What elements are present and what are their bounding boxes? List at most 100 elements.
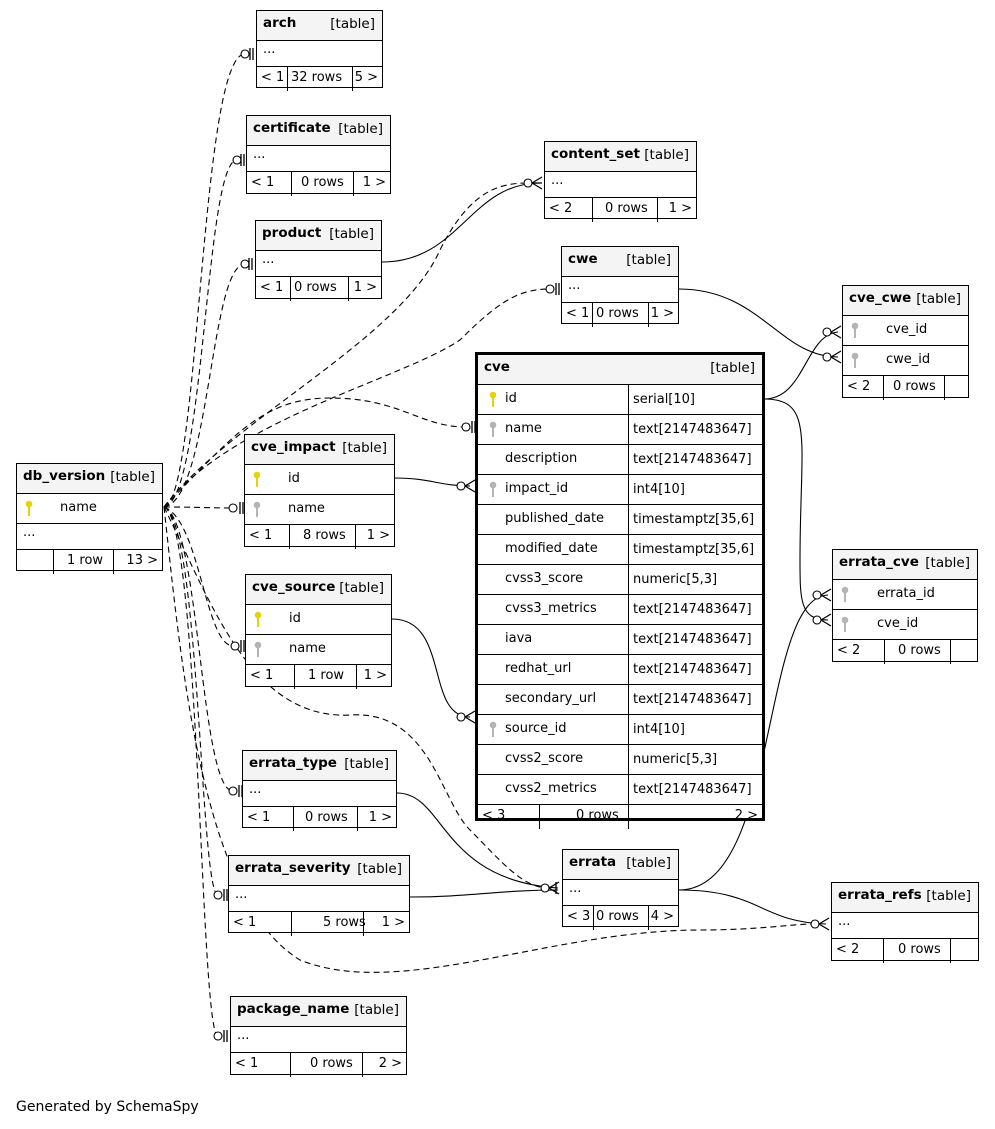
- parents-count: < 2: [847, 379, 871, 394]
- column-name: id: [288, 471, 300, 486]
- column-type: text[2147483647]: [628, 445, 762, 474]
- parents-count: < 1: [261, 70, 285, 85]
- table-name: errata: [569, 854, 617, 870]
- column-name: iava: [505, 631, 533, 646]
- table-cwe[interactable]: cwe[table] ... < 1 0 rows 1 >: [561, 246, 679, 327]
- table-name: package_name: [237, 1001, 350, 1017]
- parents-count: < 1: [235, 1056, 259, 1071]
- ellipsis: ...: [249, 782, 262, 797]
- table-type: [table]: [330, 16, 375, 32]
- children-count: 13 >: [126, 553, 158, 568]
- row-count: 8 rows: [303, 528, 346, 543]
- table-type: [table]: [357, 861, 402, 877]
- generated-by-footer: Generated by SchemaSpy: [16, 1099, 199, 1115]
- row-count: 0 rows: [596, 909, 639, 924]
- row-count: 32 rows: [291, 70, 343, 85]
- column-row: cvss3_score numeric[5,3]: [478, 565, 762, 595]
- table-type: [table]: [342, 440, 387, 456]
- children-count: 1 >: [353, 280, 377, 295]
- table-certificate[interactable]: certificate[table] ... < 1 0 rows 1 >: [246, 115, 391, 196]
- ellipsis: ...: [253, 147, 266, 162]
- column-name: cwe_id: [886, 352, 931, 367]
- ellipsis: ...: [551, 173, 564, 188]
- table-type: [table]: [329, 226, 374, 242]
- ellipsis: ...: [838, 914, 851, 929]
- ellipsis: ...: [568, 278, 581, 293]
- column-type: text[2147483647]: [628, 655, 762, 684]
- column-type: timestamptz[35,6]: [628, 535, 762, 564]
- foreign-key-icon: [487, 721, 499, 738]
- table-cve-cwe[interactable]: cve_cwe[table] cve_id cwe_id < 2 0 rows: [842, 285, 969, 400]
- row-count: 5 rows: [323, 915, 366, 930]
- table-name: arch: [263, 15, 297, 31]
- row-count: 1 row: [67, 553, 104, 568]
- parents-count: < 1: [233, 915, 257, 930]
- foreign-key-icon: [251, 501, 263, 518]
- table-db-version[interactable]: db_version[table] name ... 1 row 13 >: [16, 463, 163, 574]
- table-product[interactable]: product[table] ... < 1 0 rows 1 >: [255, 220, 382, 301]
- table-type: [table]: [110, 469, 155, 485]
- column-type: text[2147483647]: [628, 415, 762, 444]
- column-name: published_date: [505, 511, 605, 526]
- table-name: db_version: [23, 468, 106, 484]
- row-count: 0 rows: [301, 175, 344, 190]
- parents-count: < 2: [836, 942, 860, 957]
- table-name: cve: [484, 359, 510, 375]
- children-count: 1 >: [368, 810, 392, 825]
- parents-count: < 2: [837, 643, 861, 658]
- table-type: [table]: [925, 555, 970, 571]
- table-type: [table]: [338, 121, 383, 137]
- table-errata-type[interactable]: errata_type[table] ... < 1 0 rows 1 >: [242, 750, 397, 831]
- children-count: 1 >: [366, 528, 390, 543]
- row-count: 0 rows: [310, 1056, 353, 1071]
- children-count: 1 >: [363, 668, 387, 683]
- table-errata-refs[interactable]: errata_refs[table] ... < 2 0 rows: [831, 882, 979, 963]
- column-row: modified_date timestamptz[35,6]: [478, 535, 762, 565]
- table-cve-source[interactable]: cve_source[table] id name < 1 1 row 1 >: [245, 574, 392, 689]
- children-count: 1 >: [650, 306, 674, 321]
- column-name: cvss3_score: [505, 571, 584, 586]
- row-count: 1 row: [308, 668, 345, 683]
- ellipsis: ...: [235, 887, 248, 902]
- column-name: impact_id: [505, 481, 569, 496]
- table-name: cve_cwe: [849, 290, 912, 306]
- column-name: id: [289, 611, 301, 626]
- column-name: cve_id: [877, 616, 919, 631]
- primary-key-icon: [252, 611, 264, 628]
- table-name: content_set: [551, 146, 640, 162]
- table-package-name[interactable]: package_name[table] ... < 1 0 rows 2 >: [230, 996, 407, 1077]
- table-name: errata_refs: [838, 887, 922, 903]
- column-name: cvss3_metrics: [505, 601, 597, 616]
- table-cve-impact[interactable]: cve_impact[table] id name < 1 8 rows 1 >: [244, 434, 395, 549]
- column-name: cvss2_score: [505, 751, 584, 766]
- table-errata-cve[interactable]: errata_cve[table] errata_id cve_id < 2 0…: [832, 549, 978, 664]
- row-count: 0 rows: [893, 379, 936, 394]
- table-arch[interactable]: arch[table] ... < 1 32 rows 5 >: [256, 10, 383, 91]
- table-errata[interactable]: errata[table] ... < 3 0 rows 4 >: [562, 849, 679, 930]
- column-name: modified_date: [505, 541, 598, 556]
- row-count: 0 rows: [898, 942, 941, 957]
- table-content-set[interactable]: content_set[table] ... < 2 0 rows 1 >: [544, 141, 697, 222]
- parents-count: < 1: [249, 528, 273, 543]
- row-count: 0 rows: [898, 643, 941, 658]
- foreign-key-icon: [839, 586, 851, 603]
- table-name: cwe: [568, 251, 598, 267]
- children-count: 1 >: [362, 175, 386, 190]
- parents-count: < 3: [567, 909, 591, 924]
- column-type: numeric[5,3]: [628, 565, 762, 594]
- table-type: [table]: [339, 580, 384, 596]
- foreign-key-icon: [849, 322, 861, 339]
- table-type: [table]: [926, 888, 971, 904]
- table-errata-severity[interactable]: errata_severity[table] ... < 1 5 rows 1 …: [228, 855, 410, 936]
- ellipsis: ...: [262, 252, 275, 267]
- table-name: errata_severity: [235, 860, 351, 876]
- column-name: errata_id: [877, 586, 935, 601]
